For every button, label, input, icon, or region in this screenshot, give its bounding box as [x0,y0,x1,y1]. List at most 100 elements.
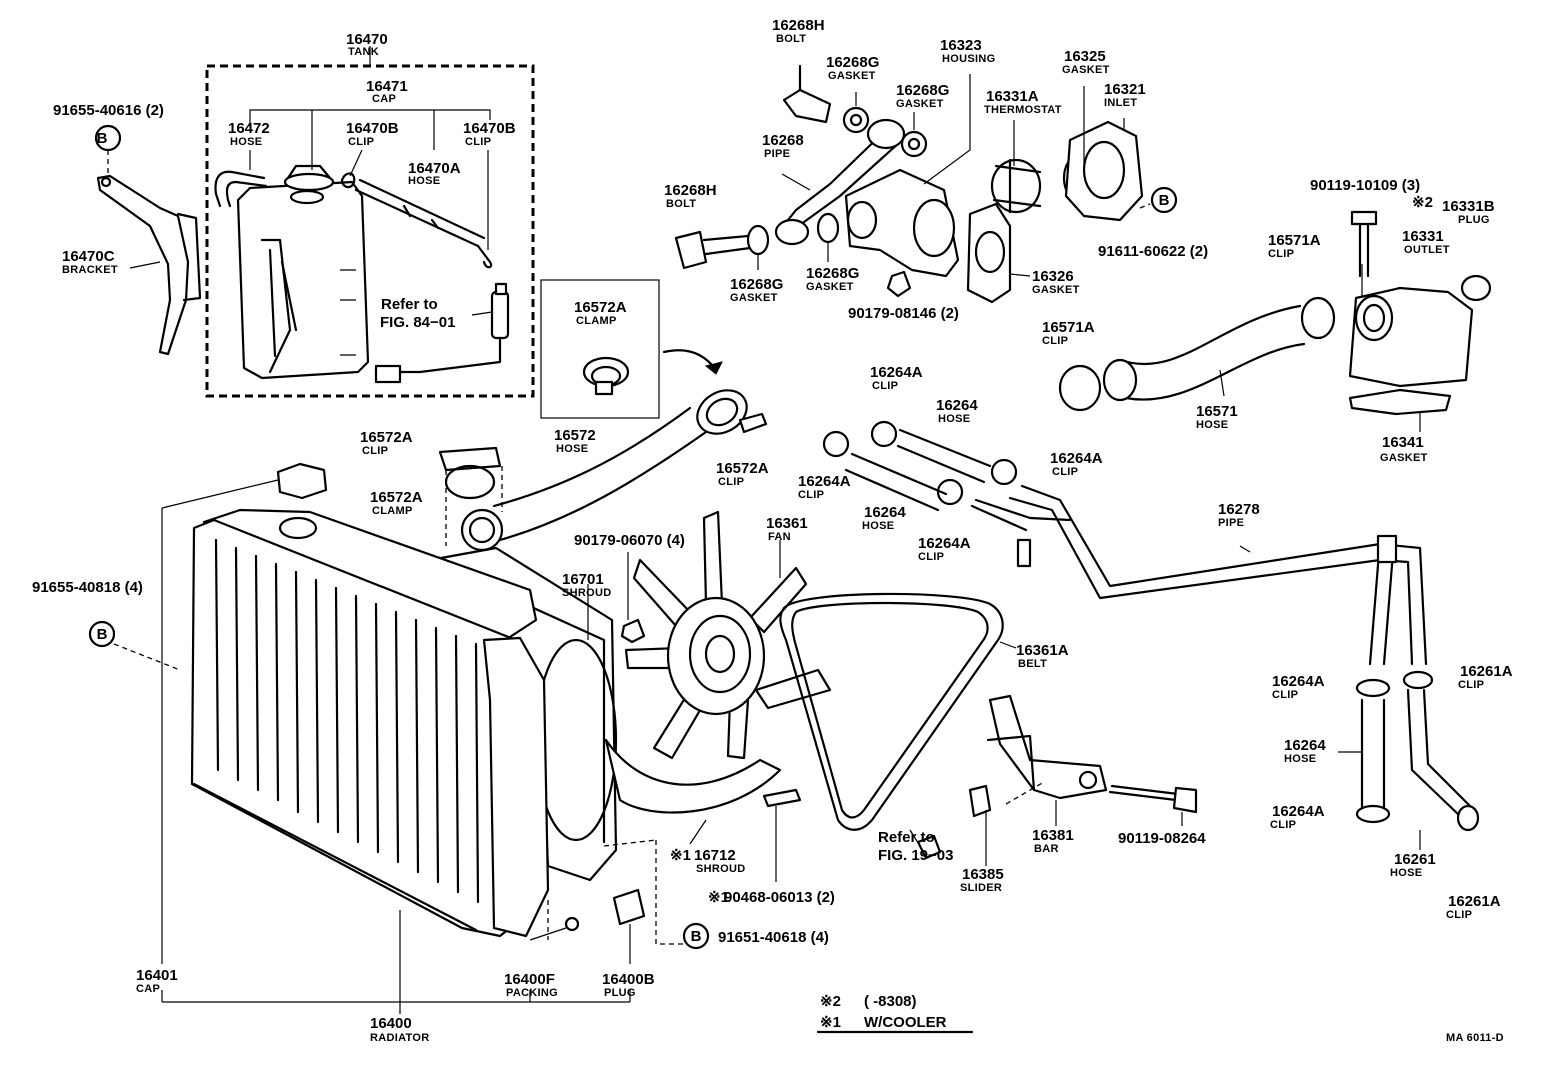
bar-hole [1078,770,1098,790]
gasket-16326-hole [974,230,1006,274]
slider-16385 [968,784,992,818]
label-name: CLIP [872,380,898,392]
refer-text[interactable]: FIG. 19−03 [878,847,953,864]
level-sensor-wire [398,336,502,374]
fan-hub-inner [688,614,752,694]
label-num: 16261A [1460,663,1513,680]
label-num: 90468-06013 (2) [724,889,835,906]
clip-16572a-top [438,446,502,472]
reserve-tank [236,180,370,380]
label-name: CLIP [1446,909,1472,921]
bolt-head-90119 [1350,210,1378,226]
legend-mark: ※2 [820,993,841,1010]
label-name: CLIP [362,445,388,457]
nut-90179-08146 [886,270,912,298]
label-name: CLAMP [372,505,413,517]
label-num: 16321 [1104,81,1146,98]
tank-clip-16470b-2 [476,244,493,269]
label-name: HOSE [1390,867,1422,879]
label-num: 16400 [370,1015,412,1032]
pipe-16278-branch [970,498,1072,532]
housing-side-port [846,200,878,240]
label-name: CLIP [918,551,944,563]
lead-cap-16401 [161,479,279,509]
level-sensor-top [494,282,508,296]
label-num: 16264 [936,397,978,414]
label-name: OUTLET [1404,244,1450,256]
tank-rib [260,238,292,374]
upper-hose-16572 [492,406,708,542]
tank-hose-16470a [354,178,486,248]
circle-b-label: B [1159,192,1170,209]
label-num: 16470B [463,120,516,137]
refer-text[interactable]: Refer to [878,829,935,846]
bracket-16470c [96,174,190,356]
label-num: 16268G [730,276,783,293]
fan-blade-6 [754,668,832,710]
hose-16264-r [1360,698,1386,810]
label-name: HOSE [938,413,970,425]
gasket-16268g-c [746,224,770,256]
circle-b-label: B [691,928,702,945]
label-name: CLIP [1268,248,1294,260]
label-num: 16264A [798,473,851,490]
tank-cap-base [283,172,335,192]
tank-clip-16470b [340,172,356,189]
bar-16381 [988,694,1108,800]
legend-text: W/COOLER [864,1014,947,1031]
label-num: 16712 [694,847,736,864]
label-num: 16264A [870,364,923,381]
label-name: CLIP [1458,679,1484,691]
label-name: GASKET [730,292,778,304]
refer-text[interactable]: Refer to [381,296,438,313]
outlet-port-inner [1362,303,1386,333]
label-num: 16268H [772,17,825,34]
label-num: 16472 [228,120,270,137]
label-name: INLET [1104,97,1137,109]
outlet-port [1354,294,1394,342]
label-num: 16470A [408,160,461,177]
label-num: 16264A [1050,450,1103,467]
hose-clip-tab [738,412,768,434]
clip-16261a-top [1402,670,1434,690]
plug-16331b [1460,274,1492,302]
bracket-group [94,124,202,356]
clip-16264a-r1 [1355,678,1391,698]
label-name: THERMOSTAT [984,104,1062,116]
label-name: SLIDER [960,882,1002,894]
tank-level-marks [340,269,356,356]
label-name: PIPE [764,148,790,160]
clamp-16572a-inner [468,516,496,544]
clip-16264a-a [870,420,898,448]
hose-16571 [1118,304,1306,401]
bolt-shank [702,234,752,256]
label-num: 90119-08264 [1118,830,1206,847]
label-num: 16571 [1196,403,1238,420]
label-num: 16572A [370,489,423,506]
clip-16571a-mid [1058,364,1102,412]
pipe-16278 [1008,484,1428,666]
label-name: CLIP [1042,335,1068,347]
legend-text: ( -8308) [864,993,917,1010]
label-name: CLIP [1272,689,1298,701]
label-num: 16268G [826,54,879,71]
lead-packing [529,927,567,941]
label-name: PIPE [1218,517,1244,529]
label-name: BOLT [666,198,696,210]
refer-text[interactable]: FIG. 84−01 [380,314,455,331]
outlet-group [1058,210,1492,432]
label-num: 16572 [554,427,596,444]
housing-port [912,198,956,258]
label-mark: ※2 [1412,194,1433,211]
lead-refer-19 [909,829,921,847]
lead-radiator-bracket [161,990,631,1014]
label-num: 16572A [716,460,769,477]
lead-housing [923,74,971,185]
plug-16400b [612,888,646,926]
label-num: 16470B [346,120,399,137]
label-num: 16385 [962,866,1004,883]
tank-group [205,46,535,398]
label-name: CLIP [798,489,824,501]
radiator-filler-neck [278,516,318,540]
